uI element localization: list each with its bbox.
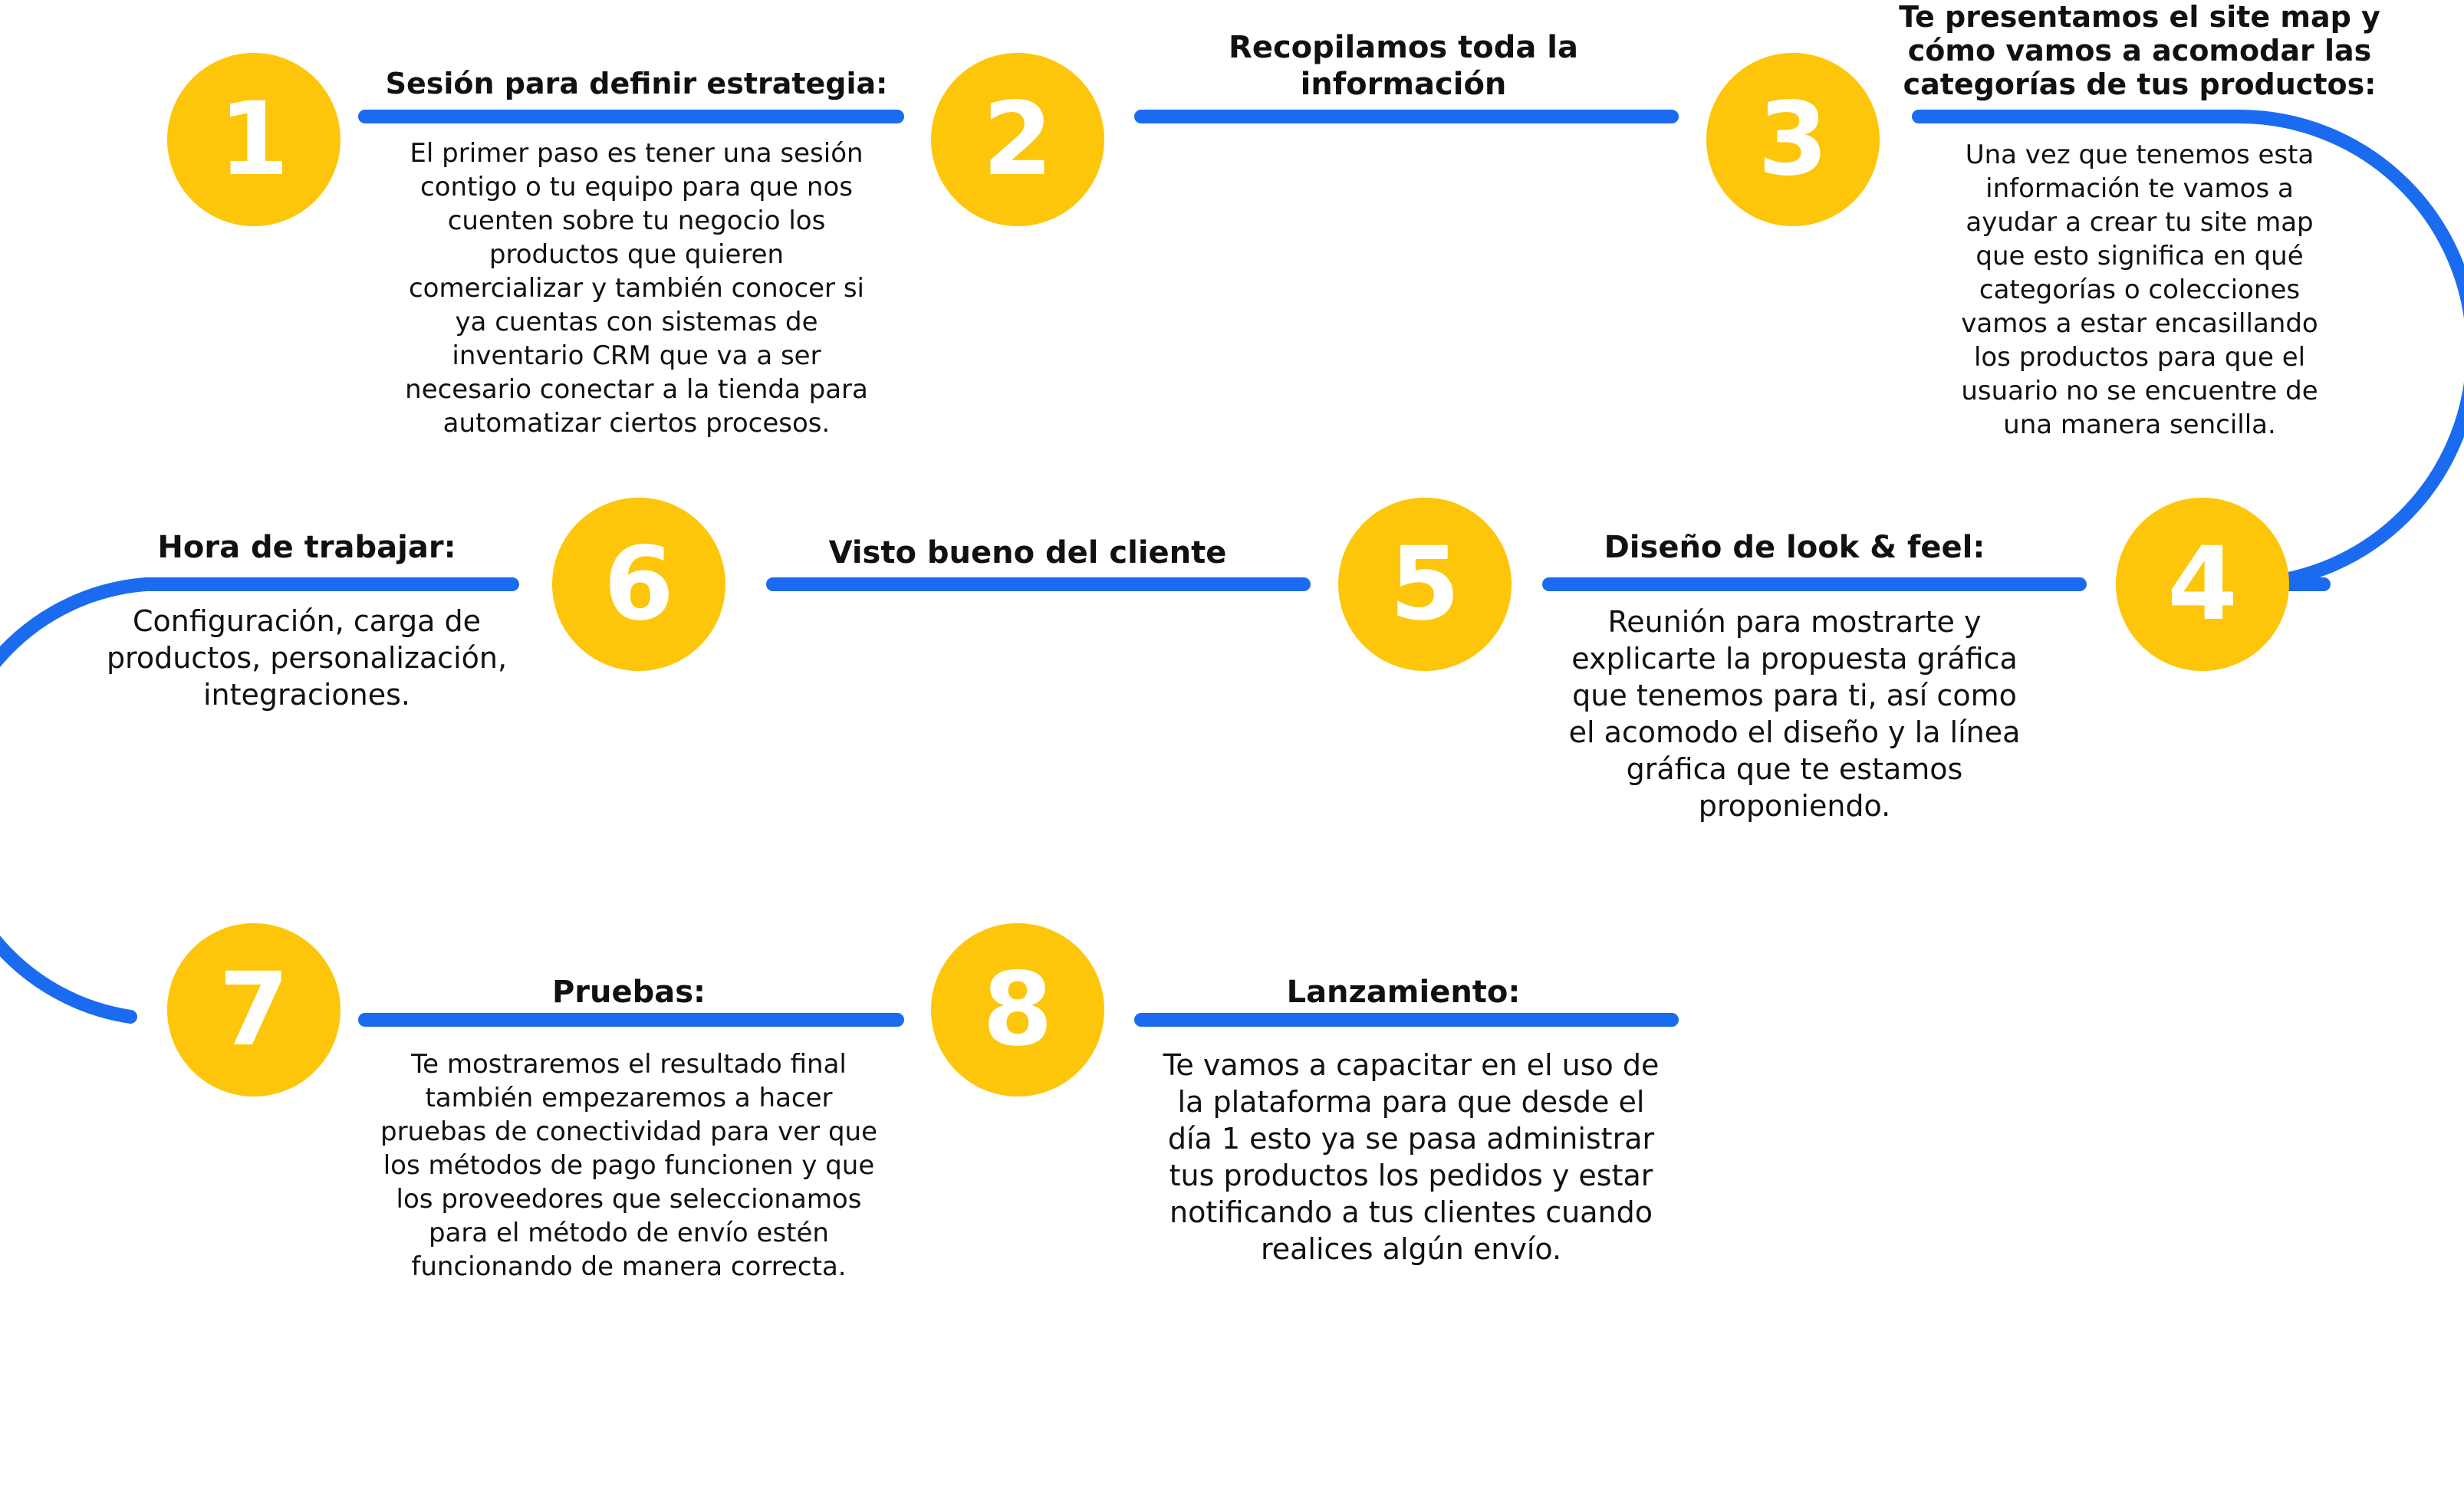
step-8-circle: 8 — [931, 923, 1104, 1097]
step-6-circle: 6 — [552, 498, 725, 671]
step-4-description: Reunión para mostrarte y explicarte la p… — [1568, 605, 2021, 823]
step-6-title: Hora de trabajar: — [157, 530, 456, 565]
step-5-title: Visto bueno del cliente — [828, 535, 1227, 570]
step-1-circle: 1 — [167, 53, 340, 226]
connector-3-4-curve — [1912, 110, 2464, 591]
connector-6-7-curve — [0, 577, 519, 1024]
step-3-description: Una vez que tenemos esta información te … — [1961, 140, 2318, 440]
step-7-title: Pruebas: — [551, 975, 706, 1010]
step-2-circle: 2 — [931, 53, 1104, 226]
step-1-number: 1 — [219, 81, 289, 199]
step-2-title: Recopilamos toda la información — [1229, 30, 1578, 102]
step-1-title: Sesión para definir estrategia: — [385, 67, 888, 100]
step-2-number: 2 — [982, 81, 1053, 199]
step-7-circle: 7 — [167, 923, 340, 1097]
step-3-circle: 3 — [1706, 53, 1880, 226]
step-4-number: 4 — [2167, 525, 2238, 643]
step-7-description: Te mostraremos el resultado final tambié… — [380, 1049, 877, 1282]
step-1-description: El primer paso es tener una sesión conti… — [405, 138, 868, 439]
step-4-title: Diseño de look & feel: — [1604, 530, 1985, 565]
step-6-description: Configuración, carga de productos, perso… — [106, 604, 508, 712]
step-3-title: Te presentamos el site map y cómo vamos … — [1899, 0, 2380, 101]
step-7-number: 7 — [219, 951, 289, 1069]
step-3-number: 3 — [1758, 81, 1828, 199]
step-8-description: Te vamos a capacitar en el uso de la pla… — [1163, 1048, 1660, 1266]
step-5-circle: 5 — [1338, 498, 1512, 671]
step-4-circle: 4 — [2116, 498, 2289, 671]
step-5-number: 5 — [1390, 525, 1460, 643]
step-8-title: Lanzamiento: — [1286, 975, 1521, 1010]
step-6-number: 6 — [604, 525, 674, 643]
step-8-number: 8 — [982, 951, 1053, 1069]
